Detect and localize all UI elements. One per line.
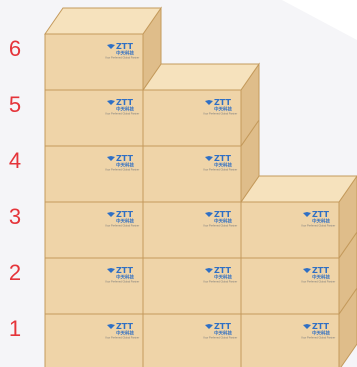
box-brand: ZTT bbox=[214, 210, 231, 219]
box-tagline: Your Preferred Global Partner bbox=[105, 224, 139, 228]
box-brand: ZTT bbox=[312, 210, 329, 219]
box-tagline: Your Preferred Global Partner bbox=[105, 280, 139, 284]
tier-label-2: 2 bbox=[0, 260, 30, 286]
box-brand-cn: 中天科技 bbox=[214, 218, 232, 225]
tier-label-5: 5 bbox=[0, 92, 30, 118]
box-brand: ZTT bbox=[214, 322, 231, 331]
box-brand: ZTT bbox=[116, 210, 133, 219]
tier-label-6: 6 bbox=[0, 36, 30, 62]
box-brand-cn: 中天科技 bbox=[116, 274, 134, 281]
box-brand-cn: 中天科技 bbox=[116, 106, 134, 113]
box-brand-cn: 中天科技 bbox=[116, 218, 134, 225]
box: ZTT中天科技Your Preferred Global Partner bbox=[143, 258, 241, 314]
box-tagline: Your Preferred Global Partner bbox=[203, 280, 237, 284]
box-top bbox=[45, 8, 161, 34]
box-brand: ZTT bbox=[116, 98, 133, 107]
box-brand: ZTT bbox=[214, 98, 231, 107]
box-brand-cn: 中天科技 bbox=[116, 330, 134, 337]
box-tagline: Your Preferred Global Partner bbox=[203, 168, 237, 172]
box-brand-cn: 中天科技 bbox=[312, 274, 330, 281]
box-top bbox=[241, 176, 357, 202]
box: ZTT中天科技Your Preferred Global Partner bbox=[45, 314, 143, 367]
box-tagline: Your Preferred Global Partner bbox=[301, 280, 335, 284]
box-tagline: Your Preferred Global Partner bbox=[203, 224, 237, 228]
box-brand-cn: 中天科技 bbox=[214, 106, 232, 113]
box-brand-cn: 中天科技 bbox=[312, 218, 330, 225]
box-tagline: Your Preferred Global Partner bbox=[203, 112, 237, 116]
box-brand-cn: 中天科技 bbox=[214, 162, 232, 169]
box-brand: ZTT bbox=[214, 266, 231, 275]
box-brand: ZTT bbox=[312, 266, 329, 275]
box-brand: ZTT bbox=[116, 266, 133, 275]
box-brand: ZTT bbox=[312, 322, 329, 331]
box-brand-cn: 中天科技 bbox=[214, 274, 232, 281]
tier-label-4: 4 bbox=[0, 148, 30, 174]
box-brand-cn: 中天科技 bbox=[116, 162, 134, 169]
box-tagline: Your Preferred Global Partner bbox=[301, 336, 335, 340]
box-brand-cn: 中天科技 bbox=[312, 330, 330, 337]
box-tagline: Your Preferred Global Partner bbox=[105, 112, 139, 116]
tier-label-3: 3 bbox=[0, 204, 30, 230]
box-brand-cn: 中天科技 bbox=[214, 330, 232, 337]
box-top bbox=[143, 64, 259, 90]
tier-label-1: 1 bbox=[0, 316, 30, 342]
box-tagline: Your Preferred Global Partner bbox=[301, 224, 335, 228]
box-brand: ZTT bbox=[116, 42, 133, 51]
box-tagline: Your Preferred Global Partner bbox=[105, 56, 139, 60]
box-brand: ZTT bbox=[116, 322, 133, 331]
box-tagline: Your Preferred Global Partner bbox=[105, 168, 139, 172]
box-brand: ZTT bbox=[214, 154, 231, 163]
box-tagline: Your Preferred Global Partner bbox=[105, 336, 139, 340]
box-tagline: Your Preferred Global Partner bbox=[203, 336, 237, 340]
box-brand: ZTT bbox=[116, 154, 133, 163]
box-brand-cn: 中天科技 bbox=[116, 50, 134, 57]
